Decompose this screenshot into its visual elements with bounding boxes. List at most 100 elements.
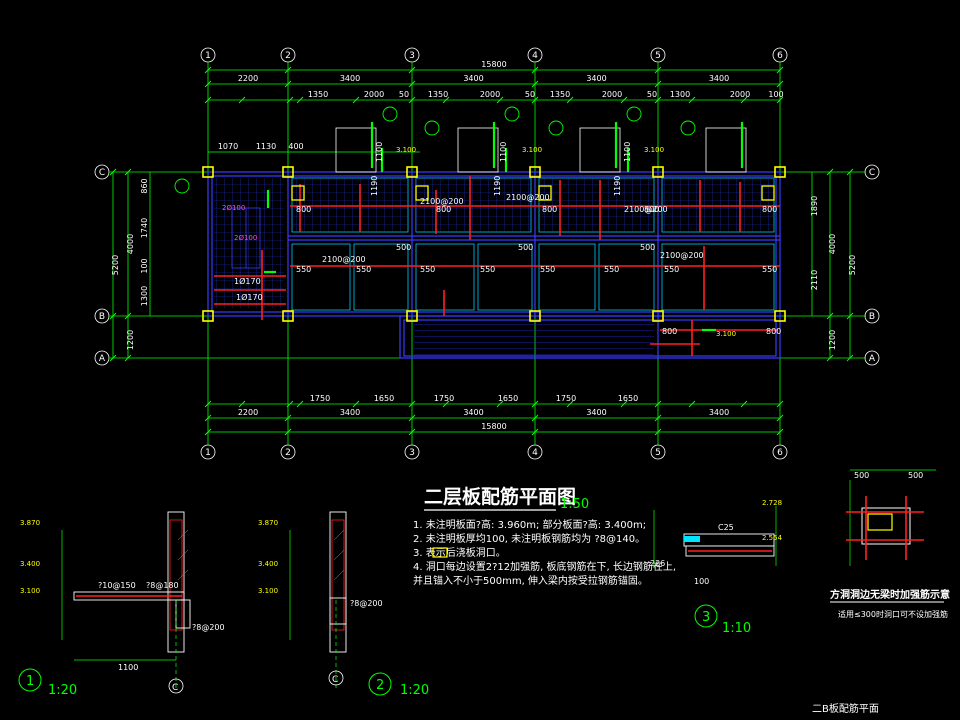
rebar-label: 2100@200	[624, 205, 668, 214]
d4-title: 方洞洞边无梁时加强筋示意	[830, 588, 950, 601]
top-dim-main: 2200	[238, 74, 258, 83]
column-marker	[652, 166, 664, 178]
rebar-label: 500	[518, 243, 533, 252]
axis-bubble-left-B: B	[94, 308, 110, 324]
left-dim-2: 1200	[126, 330, 135, 350]
rebar-label: 2100@200	[420, 197, 464, 206]
top-local-dim: 1130	[256, 142, 276, 151]
svg-text:6: 6	[777, 51, 783, 61]
d4-dim-1: 500	[854, 471, 869, 480]
rebar-label: 550	[420, 265, 435, 274]
left-inner-dim: 1300	[140, 286, 149, 306]
columns	[202, 166, 786, 322]
svg-text:B: B	[99, 312, 105, 322]
drawing-title: 二层板配筋平面图	[424, 485, 576, 508]
detail-1: 3.870 3.400 3.100 1100 ?10@150 ?8@180 ?8…	[18, 511, 225, 698]
d4-subtitle: 适用≤300时洞口可不设加强筋	[838, 609, 948, 619]
d1-elev-3: 3.100	[20, 587, 40, 595]
rebar-label: 1190	[493, 176, 502, 196]
top-dim-sub: 100	[768, 90, 783, 99]
rebar-label: 3.100	[644, 146, 664, 154]
rebar-label: 550	[604, 265, 619, 274]
rebar-label: 800	[296, 205, 311, 214]
bottom-dim-sub: 1750	[556, 394, 576, 403]
d1-elev-2: 3.400	[20, 560, 40, 568]
total-width-bottom: 15800	[481, 422, 506, 431]
right-dim-total: 5200	[848, 255, 857, 275]
drawing-title-scale: 1:50	[560, 497, 589, 512]
top-dim-sub: 50	[525, 90, 535, 99]
dimension-texts: 1580015800220022003400340034003400340034…	[111, 60, 857, 431]
axis-bubble-left-C: C	[94, 164, 110, 180]
left-inner-dim: 100	[140, 258, 149, 273]
column-marker	[774, 166, 786, 178]
top-local-dim: 400	[288, 142, 303, 151]
axis-bubbles-left: CBA	[94, 164, 110, 366]
d2-axis: C	[332, 675, 338, 685]
d3-scale: 1:10	[722, 621, 751, 636]
rebar-label: 2Ø100	[222, 204, 245, 212]
section-callouts	[174, 106, 696, 194]
left-dim-total: 5200	[111, 255, 120, 275]
column-marker	[406, 310, 418, 322]
note-5: 并且锚入不小于500mm, 伸入梁内按受拉钢筋锚固。	[413, 574, 648, 587]
d2-elev-3: 3.100	[258, 587, 278, 595]
column-marker	[282, 166, 294, 178]
rebar-label: 2100@200	[506, 193, 550, 202]
axis-bubble-top-1: 1	[200, 47, 216, 63]
rebar-label: 500	[396, 243, 411, 252]
section-marks-top	[264, 122, 744, 332]
rebar-label: 550	[480, 265, 495, 274]
axis-bubble-right-C: C	[864, 164, 880, 180]
top-dim-sub: 1350	[428, 90, 448, 99]
right-dim-1: 4000	[828, 234, 837, 254]
bottom-dim-sub: 1750	[310, 394, 330, 403]
column-marker	[529, 310, 541, 322]
right-dim-4: 1200	[828, 330, 837, 350]
total-width-top: 15800	[481, 60, 506, 69]
top-dim-sub: 1350	[308, 90, 328, 99]
top-dim-main: 3400	[340, 74, 360, 83]
top-dim-sub: 50	[647, 90, 657, 99]
axis-bubble-top-2: 2	[280, 47, 296, 63]
rebar-label: 550	[540, 265, 555, 274]
d1-rebar-1: ?10@150	[98, 581, 136, 590]
rebar-label: 800	[436, 205, 451, 214]
axis-bubble-bottom-1: 1	[200, 444, 216, 460]
axis-bubble-bottom-4: 4	[527, 444, 543, 460]
d3-dim-1: 226	[650, 559, 665, 568]
column-marker	[202, 310, 214, 322]
rebar-label: 2100@200	[660, 251, 704, 260]
column-marker	[202, 166, 214, 178]
column-marker	[774, 310, 786, 322]
svg-text:1: 1	[205, 448, 211, 458]
svg-text:6: 6	[777, 448, 783, 458]
column-marker	[529, 166, 541, 178]
top-dim-sub: 50	[399, 90, 409, 99]
axis-bubble-top-5: 5	[650, 47, 666, 63]
opening-markers	[291, 185, 775, 201]
top-dim-sub: 2000	[602, 90, 622, 99]
rebar-lines	[214, 176, 780, 356]
top-dim-sub: 1350	[550, 90, 570, 99]
bottom-dim-main: 3400	[340, 408, 360, 417]
axis-bubble-top-4: 4	[527, 47, 543, 63]
slab-hatch-areas	[214, 178, 774, 356]
bottom-dim-main: 3400	[463, 408, 483, 417]
rebar-label: 800	[542, 205, 557, 214]
d2-callout: 2	[376, 678, 384, 693]
bottom-dim-sub: 1750	[434, 394, 454, 403]
d1-elev-1: 3.870	[20, 519, 40, 527]
svg-text:5: 5	[655, 448, 661, 458]
left-inner-dim: 1740	[140, 218, 149, 238]
top-local-dim: 1070	[218, 142, 238, 151]
d3-callout: 3	[702, 610, 710, 625]
axis-bubble-bottom-3: 3	[404, 444, 420, 460]
title-block: 二层板配筋平面图 1:50	[424, 485, 589, 512]
d2-elev-2: 3.400	[258, 560, 278, 568]
rebar-label: 550	[664, 265, 679, 274]
svg-text:C: C	[869, 168, 875, 178]
